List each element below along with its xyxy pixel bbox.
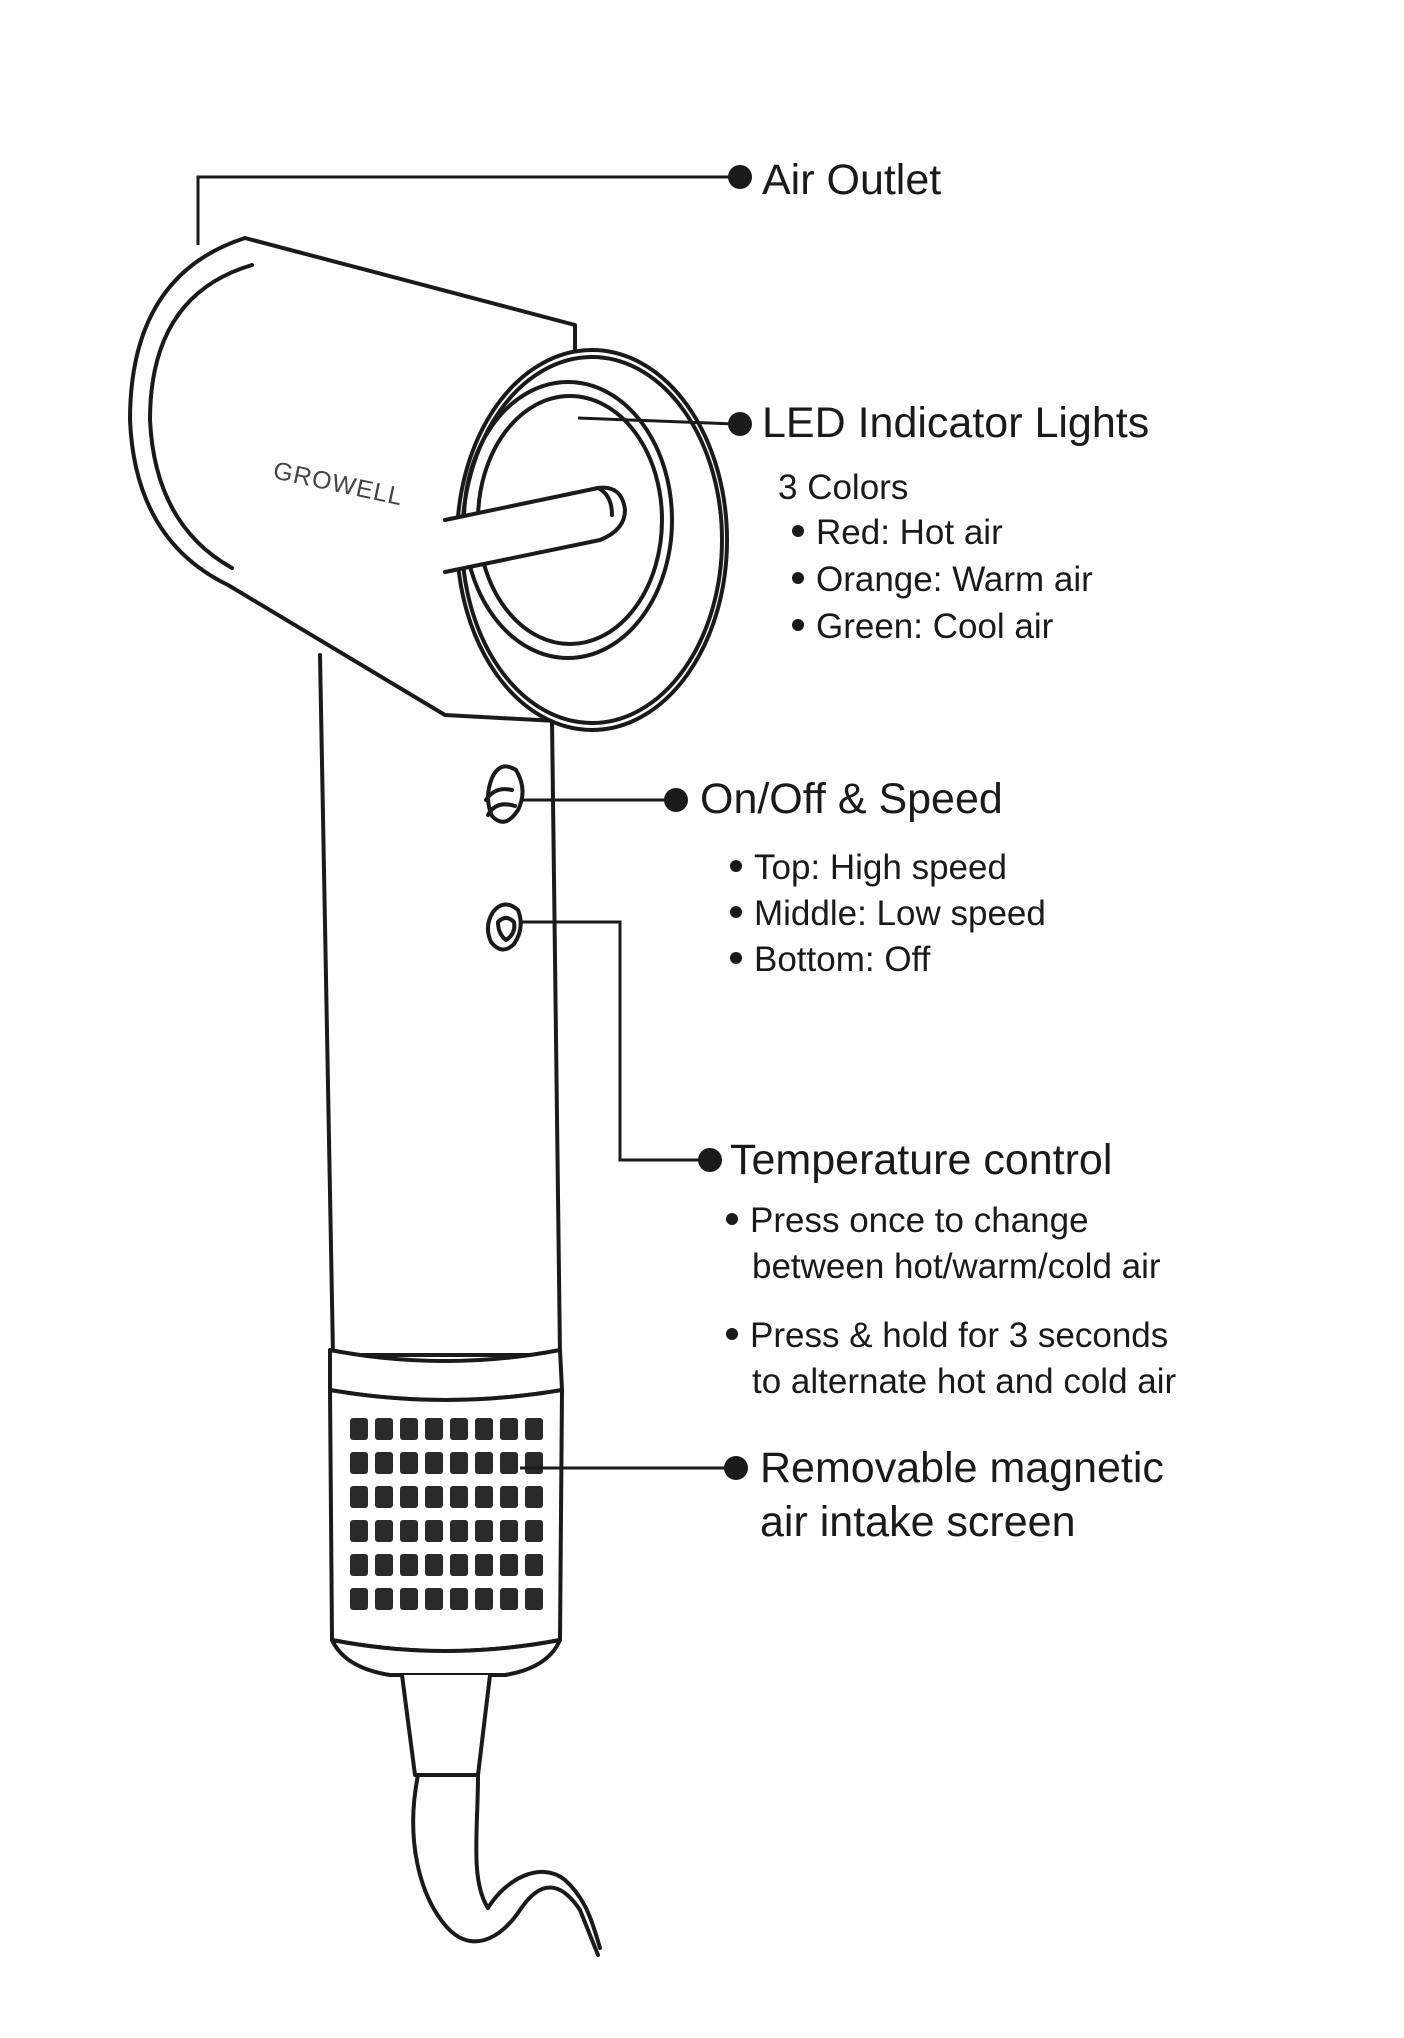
temperature-press-once-line2: between hot/warm/cold air bbox=[752, 1247, 1161, 1286]
intake-screen-label-line1: Removable magnetic bbox=[760, 1444, 1164, 1492]
cord-plug bbox=[400, 1673, 492, 1777]
dot-led bbox=[728, 412, 752, 436]
leader-led bbox=[577, 416, 736, 426]
air-outlet-label: Air Outlet bbox=[762, 156, 942, 204]
led-orange-item: Orange: Warm air bbox=[792, 557, 1093, 603]
dot-power bbox=[664, 788, 688, 812]
power-speed-label: On/Off & Speed bbox=[700, 775, 1003, 823]
led-colors-subtitle: 3 Colors bbox=[778, 468, 909, 507]
speed-top-item: Top: High speed bbox=[730, 845, 1007, 891]
bottom-collar bbox=[330, 1638, 562, 1677]
intake-screen-collar bbox=[328, 1348, 564, 1402]
led-red-item: Red: Hot air bbox=[792, 510, 1003, 556]
temperature-label: Temperature control bbox=[730, 1136, 1113, 1184]
temperature-button bbox=[486, 902, 523, 952]
leader-air-outlet bbox=[196, 175, 735, 245]
dot-intake bbox=[724, 1456, 748, 1480]
speed-bottom-item: Bottom: Off bbox=[730, 937, 930, 983]
dot-temperature bbox=[698, 1148, 722, 1172]
dryer-handle bbox=[318, 653, 562, 1357]
power-speed-button bbox=[486, 764, 525, 824]
air-outlet-slot bbox=[443, 485, 627, 574]
intake-screen-label-line2: air intake screen bbox=[760, 1498, 1076, 1546]
intake-grille-pattern bbox=[350, 1418, 543, 1610]
temperature-press-hold-line1: Press & hold for 3 seconds bbox=[726, 1313, 1168, 1359]
led-green-item: Green: Cool air bbox=[792, 604, 1053, 650]
temperature-press-once-line1: Press once to change bbox=[726, 1198, 1089, 1244]
speed-middle-item: Middle: Low speed bbox=[730, 891, 1046, 937]
temperature-press-hold-line2: to alternate hot and cold air bbox=[752, 1362, 1177, 1401]
power-cord bbox=[411, 1773, 600, 1957]
dot-air-outlet bbox=[728, 165, 752, 189]
led-indicator-label: LED Indicator Lights bbox=[762, 399, 1150, 447]
leader-temperature bbox=[522, 920, 705, 1162]
